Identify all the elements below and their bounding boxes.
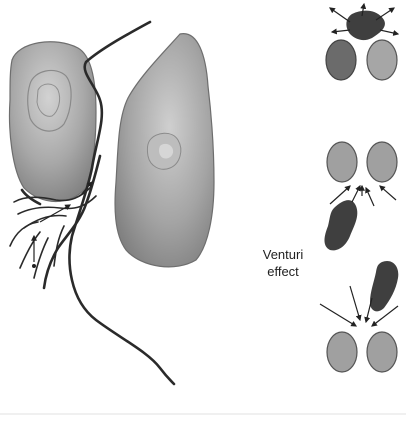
schematic-fold-right xyxy=(367,142,397,182)
expulsion-arrow xyxy=(376,8,394,20)
schematic-top xyxy=(326,4,398,80)
airflow-arrow xyxy=(352,186,360,202)
expulsion-arrow xyxy=(330,8,350,22)
expulsion-arrow xyxy=(380,30,398,34)
schematic-bottom xyxy=(320,261,398,372)
venturi-label-line2: effect xyxy=(256,263,310,280)
right-vocal-fold xyxy=(115,34,214,267)
schematic-fold-right xyxy=(367,332,397,372)
airflow-arrow xyxy=(320,304,356,326)
bolus-shape xyxy=(346,11,385,40)
schematic-fold-left xyxy=(327,142,357,182)
airflow-origin-dot xyxy=(32,264,36,268)
expulsion-arrow xyxy=(332,30,350,32)
schematic-fold-left xyxy=(327,332,357,372)
airflow-arrow xyxy=(366,298,372,322)
schematic-middle xyxy=(325,142,398,250)
airflow-arrow xyxy=(366,188,374,206)
airflow-arrow xyxy=(380,186,396,200)
airflow-arrow xyxy=(350,286,360,320)
venturi-label-line1: Venturi xyxy=(256,246,310,263)
bolus-shape xyxy=(325,200,358,250)
left-vocal-fold xyxy=(10,42,96,202)
venturi-effect-label: Venturi effect xyxy=(256,246,310,280)
bolus-shape xyxy=(370,261,398,311)
schematic-fold-right xyxy=(367,40,397,80)
schematic-fold-left xyxy=(326,40,356,80)
